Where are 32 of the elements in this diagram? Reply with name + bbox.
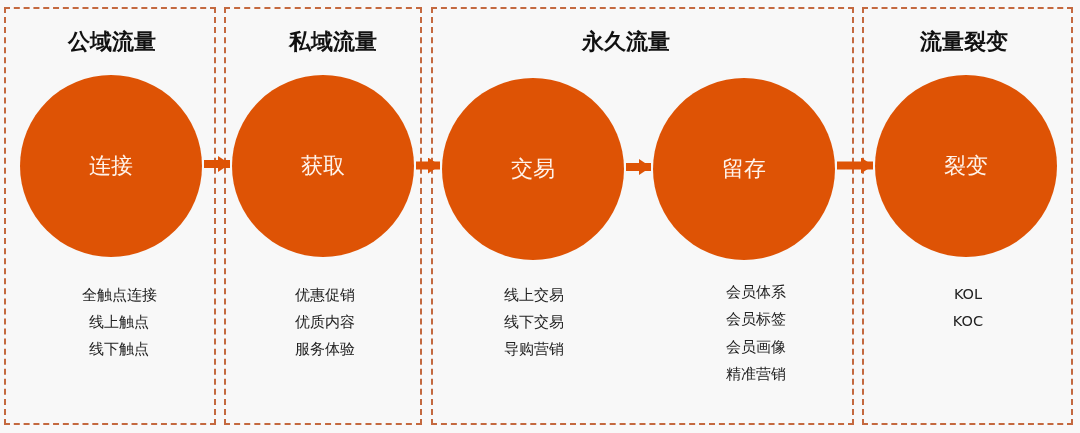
- list-item: 会员画像: [726, 337, 786, 357]
- list-item: 全触点连接: [81, 286, 157, 305]
- list-item: 线上交易: [504, 286, 564, 305]
- list-item: 会员体系: [726, 283, 786, 302]
- stage-panel: [4, 7, 216, 425]
- list-item: 服务体验: [295, 340, 355, 359]
- list-item: 导购营销: [504, 340, 564, 359]
- list-item: 精准营销: [726, 364, 786, 384]
- panel-title: 流量裂变: [920, 28, 1008, 56]
- list-item: 会员标签: [726, 310, 786, 330]
- list-item: 优质内容: [295, 313, 355, 332]
- step-label: 获取: [301, 152, 345, 180]
- list-item: KOL: [953, 285, 983, 304]
- arrow: [626, 159, 651, 175]
- stage-panel: [862, 7, 1073, 425]
- list-item: 线上触点: [89, 313, 149, 332]
- list-item: 线下触点: [89, 340, 149, 359]
- step-label: 连接: [89, 152, 133, 180]
- stage-panel: [224, 7, 422, 425]
- arrow: [416, 157, 440, 174]
- arrow: [204, 156, 230, 172]
- panel-title: 永久流量: [582, 28, 670, 56]
- panel-title: 私域流量: [289, 28, 377, 56]
- list-item: KOC: [952, 312, 984, 331]
- step-label: 交易: [511, 155, 555, 183]
- list-item: 优惠促销: [295, 286, 355, 305]
- step-label: 留存: [722, 155, 766, 183]
- step-label: 裂变: [944, 152, 988, 180]
- arrow: [837, 157, 873, 174]
- list-item: 线下交易: [504, 313, 564, 332]
- panel-title: 公域流量: [68, 28, 156, 56]
- stage-panel: [431, 7, 854, 425]
